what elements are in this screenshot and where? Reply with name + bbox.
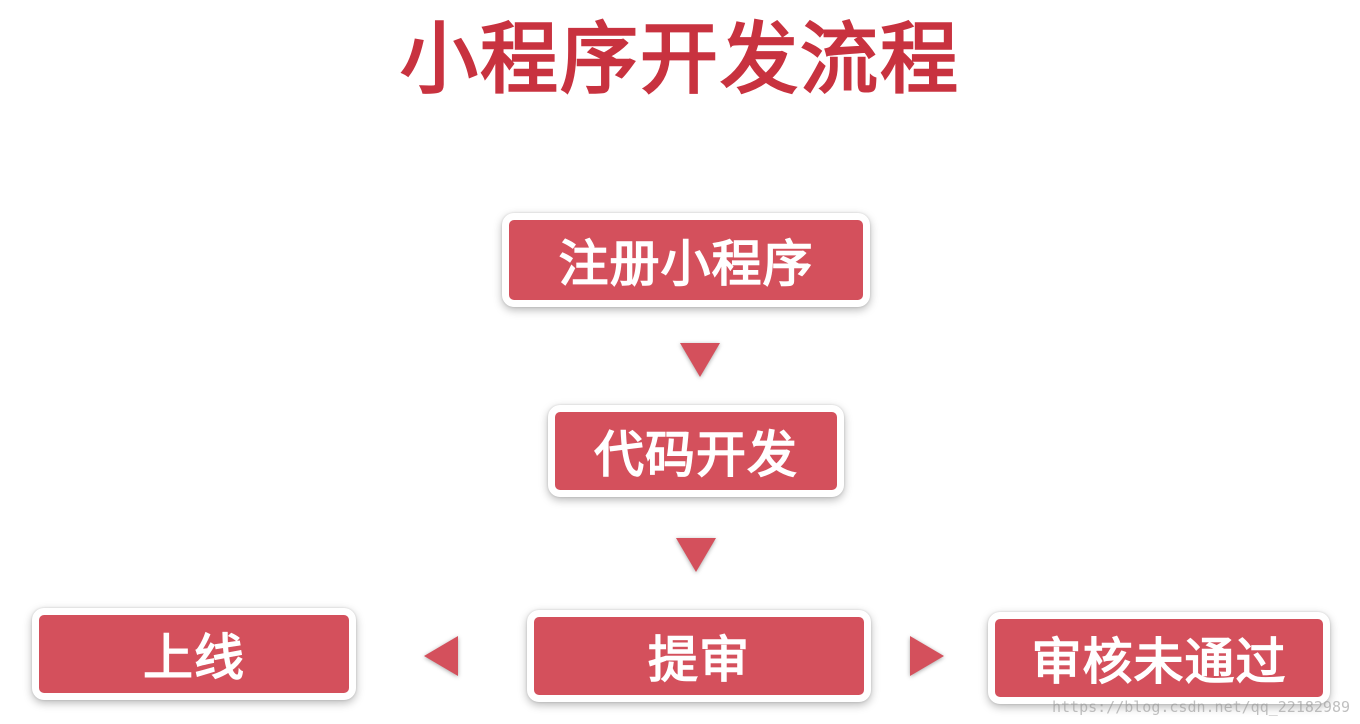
arrow-down-icon <box>680 343 720 377</box>
watermark: https://blog.csdn.net/qq_22182989 <box>1051 698 1350 716</box>
step-online: 上线 <box>32 608 356 700</box>
diagram-title: 小程序开发流程 <box>399 15 960 105</box>
step-online-label: 上线 <box>143 629 245 687</box>
step-rejected-label: 审核未通过 <box>1031 633 1287 691</box>
arrow-left-icon <box>424 636 458 676</box>
arrow-down-icon <box>676 538 716 572</box>
step-register-label: 注册小程序 <box>558 235 814 293</box>
step-register: 注册小程序 <box>502 213 870 307</box>
step-rejected: 审核未通过 <box>988 612 1330 704</box>
step-develop: 代码开发 <box>548 405 844 497</box>
arrow-right-icon <box>910 636 944 676</box>
step-submit-label: 提审 <box>648 631 750 689</box>
step-develop-label: 代码开发 <box>594 426 798 484</box>
step-submit: 提审 <box>527 610 871 702</box>
